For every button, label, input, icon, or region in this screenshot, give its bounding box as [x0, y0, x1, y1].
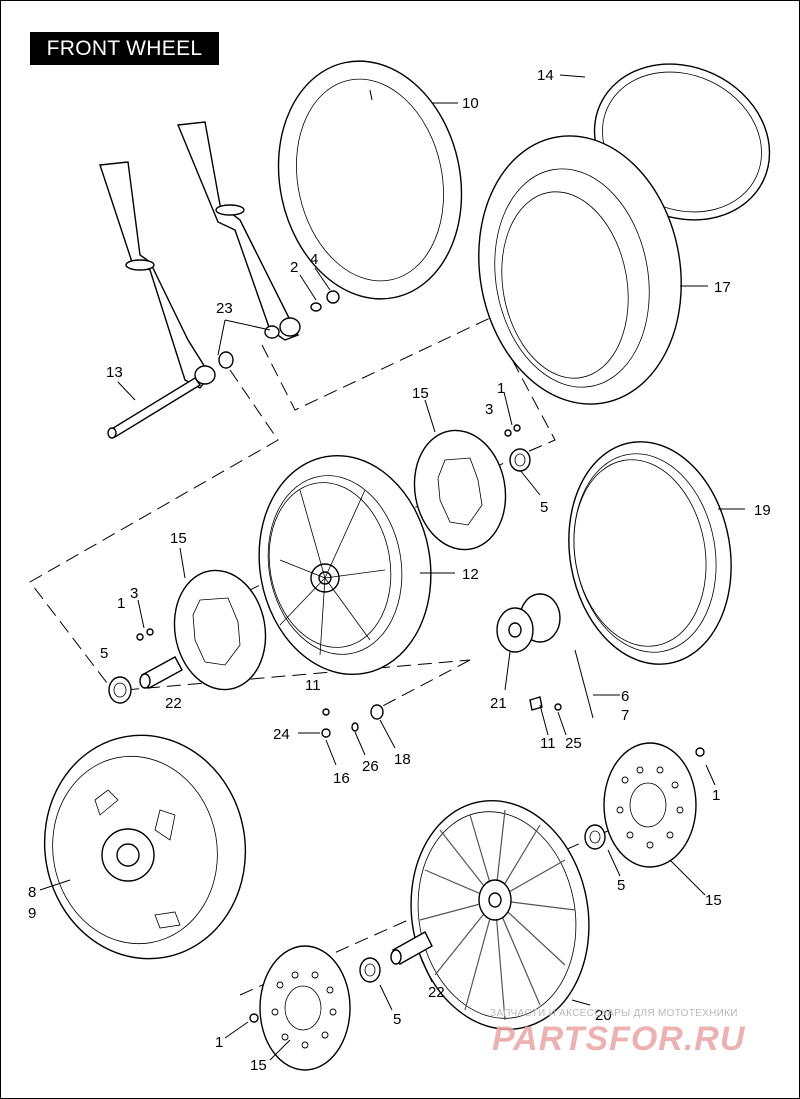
callout-4: 4	[310, 251, 318, 268]
callout-3-upper: 3	[485, 401, 493, 418]
callout-15-lower: 15	[250, 1057, 267, 1074]
callout-9: 9	[28, 905, 36, 922]
laced-spoke-wheel	[410, 800, 590, 1030]
callout-11-upper: 11	[305, 677, 321, 694]
callout-2: 2	[290, 259, 298, 276]
callout-17: 17	[714, 279, 731, 296]
small-hardware	[136, 424, 521, 738]
leader-lines	[39, 74, 745, 1061]
spoke-hub	[496, 593, 594, 719]
brake-rotor-lower-right	[603, 742, 705, 868]
callout-5-right: 5	[617, 877, 625, 894]
callout-15-upper: 15	[412, 385, 429, 402]
cast-wheel	[258, 454, 432, 676]
callout-1-lower: 1	[215, 1034, 223, 1051]
callout-11-lower: 11	[540, 735, 556, 752]
callout-1-right: 1	[712, 787, 720, 804]
inner-tube	[277, 60, 463, 300]
callout-10: 10	[462, 95, 479, 112]
bearing-left	[108, 676, 132, 704]
callout-19: 19	[754, 502, 771, 519]
callout-24: 24	[273, 726, 290, 743]
tire	[478, 135, 682, 405]
disc-wheel	[43, 734, 247, 960]
bearing-upper	[509, 448, 531, 472]
callout-7: 7	[621, 707, 629, 724]
callout-labels: 10 14 17 2 4 23 13 1 3 15 5 19 12 15 1 3…	[28, 67, 771, 1074]
callout-26: 26	[362, 758, 379, 775]
brake-rotor-left	[173, 569, 267, 691]
callout-3-left: 3	[130, 585, 138, 602]
callout-12: 12	[462, 566, 479, 583]
callout-22-lower: 22	[428, 984, 445, 1001]
watermark-logo: PARTSFOR.RU	[492, 1020, 746, 1058]
callout-18: 18	[394, 751, 411, 768]
callout-8: 8	[28, 884, 36, 901]
callout-20: 20	[595, 1007, 612, 1024]
spoke-rim	[568, 441, 732, 665]
callout-14: 14	[537, 67, 554, 84]
callout-25: 25	[565, 735, 582, 752]
callout-5-left: 5	[100, 645, 108, 662]
brake-rotor-upper	[413, 429, 507, 551]
spacer-left	[139, 656, 183, 689]
callout-23: 23	[216, 300, 233, 317]
spacer-lower	[390, 931, 433, 965]
callout-5-upper: 5	[540, 499, 548, 516]
bearing-right	[584, 824, 606, 850]
callout-16: 16	[333, 770, 350, 787]
watermark-tagline: ЗАПЧАСТИ И АКСЕССУАРЫ ДЛЯ МОТОТЕХНИКИ	[490, 1008, 738, 1019]
page-title: FRONT WHEEL	[30, 32, 219, 65]
brake-rotor-lower-left	[249, 945, 351, 1071]
callout-15-right: 15	[705, 892, 722, 909]
callout-22-upper: 22	[165, 695, 182, 712]
fork-legs	[99, 121, 340, 389]
callout-6: 6	[621, 688, 629, 705]
bearing-lower	[359, 957, 381, 983]
callout-1-left: 1	[117, 595, 125, 612]
callout-5-lower: 5	[393, 1011, 401, 1028]
callout-21: 21	[490, 695, 507, 712]
callout-15-left: 15	[170, 530, 187, 547]
callout-1-upper: 1	[497, 380, 505, 397]
callout-13: 13	[106, 364, 123, 381]
axle	[107, 377, 202, 439]
